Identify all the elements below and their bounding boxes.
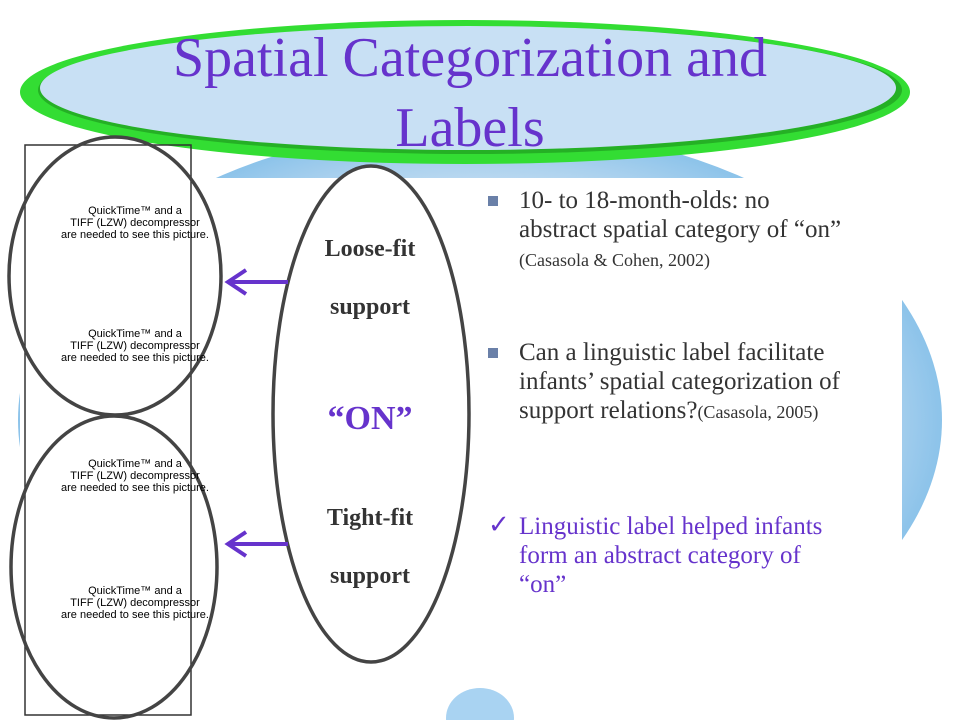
quicktime-notice-line: QuickTime™ and a bbox=[88, 328, 182, 340]
bullet-text: 10- to 18-month-olds: no abstract spatia… bbox=[519, 186, 849, 275]
bullet-citation: (Casasola & Cohen, 2002) bbox=[519, 250, 710, 270]
quicktime-notice: QuickTime™ and a TIFF (LZW) decompressor… bbox=[40, 205, 230, 241]
bullet-main-text: Can a linguistic label facilitate infant… bbox=[519, 339, 840, 424]
upper-arrow bbox=[224, 268, 288, 296]
quicktime-notice-line: TIFF (LZW) decompressor bbox=[70, 597, 200, 609]
title-ellipse bbox=[40, 26, 896, 150]
on-category-oval bbox=[271, 164, 471, 664]
tight-fit-support-label: support bbox=[329, 563, 411, 589]
quicktime-notice-line: are needed to see this picture. bbox=[61, 229, 209, 241]
quicktime-notice-line: TIFF (LZW) decompressor bbox=[70, 470, 200, 482]
quicktime-notice-line: are needed to see this picture. bbox=[61, 482, 209, 494]
quicktime-notice-line: are needed to see this picture. bbox=[61, 609, 209, 621]
image-frame bbox=[24, 144, 192, 716]
quicktime-notice: QuickTime™ and a TIFF (LZW) decompressor… bbox=[40, 328, 230, 364]
checkmark-icon: ✓ bbox=[488, 510, 510, 539]
loose-fit-label: Loose-fit bbox=[324, 236, 416, 262]
square-bullet-icon bbox=[488, 196, 498, 206]
quicktime-notice-line: TIFF (LZW) decompressor bbox=[70, 217, 200, 229]
quicktime-notice-line: QuickTime™ and a bbox=[88, 205, 182, 217]
quicktime-notice-line: QuickTime™ and a bbox=[88, 458, 182, 470]
lower-picture-oval bbox=[9, 414, 219, 720]
bullet-main-text: 10- to 18-month-olds: no abstract spatia… bbox=[519, 187, 842, 243]
bullet-citation: (Casasola, 2005) bbox=[697, 402, 819, 422]
lower-arrow bbox=[224, 530, 288, 558]
on-label: “ON” bbox=[327, 400, 413, 437]
quicktime-notice-line: QuickTime™ and a bbox=[88, 585, 182, 597]
slide-title-line-2: Labels bbox=[395, 97, 545, 159]
quicktime-notice-line: TIFF (LZW) decompressor bbox=[70, 340, 200, 352]
bottom-dome bbox=[446, 688, 514, 720]
square-bullet-icon bbox=[488, 348, 498, 358]
slide-title-line-1: Spatial Categorization and bbox=[172, 27, 768, 89]
quicktime-notice-line: are needed to see this picture. bbox=[61, 352, 209, 364]
bullet-text: Can a linguistic label facilitate infant… bbox=[519, 338, 849, 427]
tight-fit-label: Tight-fit bbox=[326, 505, 414, 531]
loose-fit-support-label: support bbox=[329, 294, 411, 320]
conclusion-text: Linguistic label helped infants form an … bbox=[519, 513, 823, 598]
quicktime-notice: QuickTime™ and a TIFF (LZW) decompressor… bbox=[40, 585, 230, 621]
quicktime-notice: QuickTime™ and a TIFF (LZW) decompressor… bbox=[40, 458, 230, 494]
